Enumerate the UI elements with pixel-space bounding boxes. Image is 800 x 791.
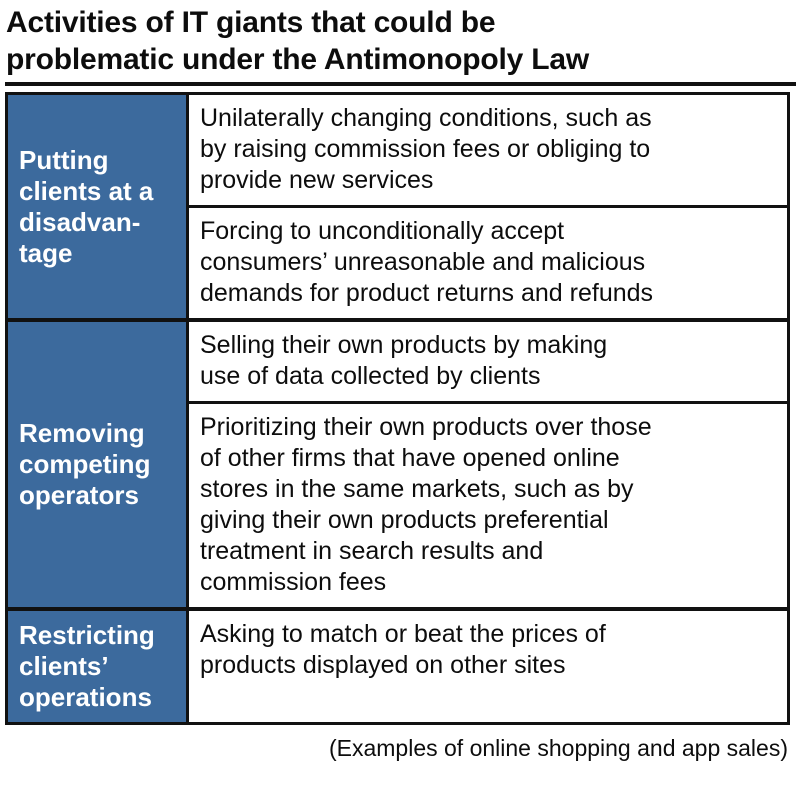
footnote-caption: (Examples of online shopping and app sal… (328, 735, 788, 761)
group-rows: Unilaterally changing conditions, such a… (186, 95, 787, 318)
group-label-cell: Restricting clients’ operations (8, 611, 186, 722)
group-label-cell: Putting clients at a disadvan- tage (8, 95, 186, 318)
group-label-cell: Removing competing operators (8, 322, 186, 607)
page-title: Activities of IT giants that could be pr… (6, 6, 589, 76)
group-label-text: Removing competing operators (19, 418, 151, 510)
group-label-text: Restricting clients’ operations (19, 620, 155, 712)
title-divider-rule (5, 82, 796, 86)
group-rows: Asking to match or beat the prices of pr… (186, 611, 787, 722)
table-row: Prioritizing their own products over tho… (189, 401, 787, 607)
title-block: Activities of IT giants that could be pr… (0, 0, 800, 78)
table-row: Selling their own products by making use… (200, 331, 608, 390)
table-group-putting-clients-at-a-disadvantage: Putting clients at a disadvan- tage Unil… (8, 95, 787, 318)
table-row: Unilaterally changing conditions, such a… (200, 104, 652, 194)
table-row: Asking to match or beat the prices of pr… (200, 620, 606, 679)
table-group-restricting-clients-operations: Restricting clients’ operations Asking t… (8, 607, 787, 722)
activities-table: Putting clients at a disadvan- tage Unil… (5, 92, 790, 725)
table-group-removing-competing-operators: Removing competing operators Selling the… (8, 318, 787, 607)
group-label-text: Putting clients at a disadvan- tage (19, 144, 154, 268)
group-rows: Selling their own products by making use… (186, 322, 787, 607)
table-row: Forcing to unconditionally accept consum… (189, 205, 787, 318)
